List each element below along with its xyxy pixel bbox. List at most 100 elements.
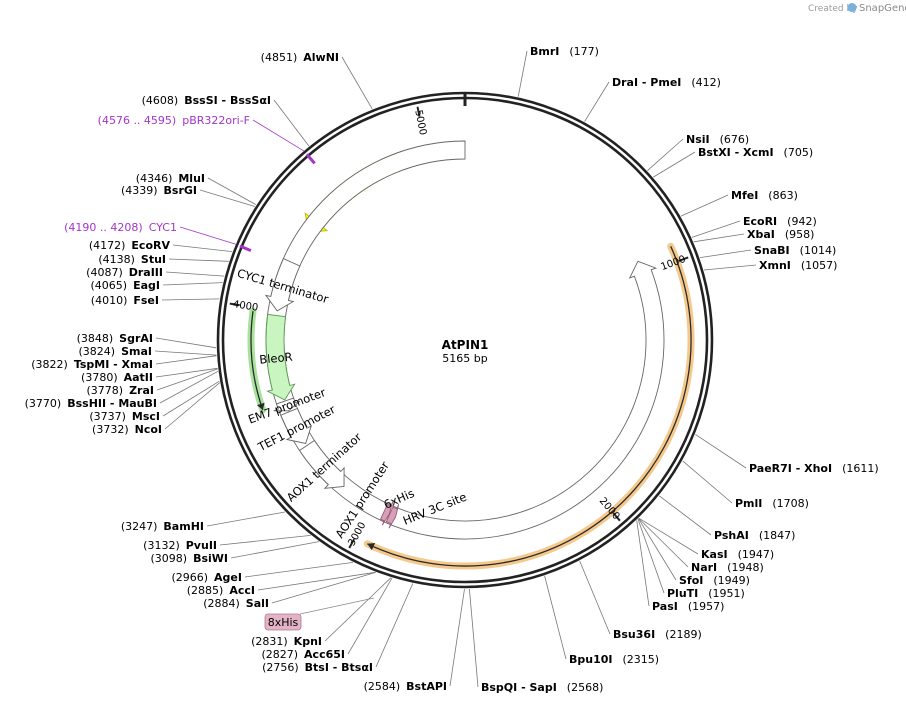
primer-label-0[interactable]: (4190 .. 4208)CYC1 <box>64 221 177 234</box>
enzyme-position: (705) <box>784 146 814 159</box>
enzyme-label-4[interactable]: MfeI(863) <box>731 189 798 202</box>
enzyme-leader-6 <box>693 233 745 243</box>
enzyme-position: (4172) <box>89 239 126 252</box>
enzyme-label-12[interactable]: KasI(1947) <box>701 548 774 561</box>
enzyme-label-18[interactable]: Bpu10I(2315) <box>569 653 659 666</box>
enzyme-label-15[interactable]: PluTI(1951) <box>667 587 745 600</box>
enzyme-label-40[interactable]: (4087)DraIII <box>86 266 163 279</box>
orf-arrowhead-0 <box>367 543 376 551</box>
orf-arrowhead-1 <box>256 402 265 410</box>
enzyme-leader-16 <box>636 520 650 607</box>
enzyme-label-20[interactable]: (2584)BstAPI <box>364 680 447 693</box>
enzyme-leader-45 <box>273 99 310 147</box>
enzyme-name: BssSI - BssSαI <box>184 94 271 107</box>
enzyme-label-41[interactable]: (4138)StuI <box>98 253 166 266</box>
enzyme-label-10[interactable]: PmlI(1708) <box>735 497 809 510</box>
enzyme-label-34[interactable]: (3780)AatII <box>81 371 153 384</box>
enzyme-label-7[interactable]: SnaBI(1014) <box>754 244 836 257</box>
enzyme-label-23[interactable]: (2831)KpnI <box>251 635 322 648</box>
enzyme-name: MscI <box>132 410 160 423</box>
enzyme-label-3[interactable]: BstXI - XcmI (705) <box>698 146 813 159</box>
enzyme-label-13[interactable]: NarI(1948) <box>691 561 764 574</box>
enzyme-name: NarI <box>691 561 717 574</box>
enzyme-label-5[interactable]: EcoRI(942) <box>743 215 817 228</box>
enzyme-label-0[interactable]: BmrI(177) <box>530 45 599 58</box>
feature-aox1-terminator-arrow[interactable] <box>298 439 345 489</box>
enzyme-label-17[interactable]: Bsu36I(2189) <box>613 628 702 641</box>
enzyme-label-26[interactable]: (2966)AgeI <box>171 571 242 584</box>
enzyme-label-9[interactable]: PaeR7I - XhoI(1611) <box>749 462 879 475</box>
enzyme-label-45[interactable]: (4608)BssSI - BssSαI <box>142 94 271 107</box>
enzyme-label-31[interactable]: (3737) MscI <box>89 410 160 423</box>
enzyme-name: MfeI <box>731 189 758 202</box>
enzyme-label-37[interactable]: (3848)SgrAI <box>77 332 153 345</box>
enzyme-leader-29 <box>206 511 285 527</box>
enzyme-leader-19 <box>469 588 479 688</box>
enzyme-name: SgrAI <box>119 332 153 345</box>
enzyme-label-16[interactable]: PasI(1957) <box>652 600 724 613</box>
enzyme-leader-13 <box>638 518 689 568</box>
enzyme-label-21[interactable]: (2756)BtsI - BtsαI <box>262 661 373 674</box>
his-tag-badge[interactable]: 8xHis <box>264 597 375 631</box>
enzyme-name: PluTI <box>667 587 698 600</box>
enzyme-label-8[interactable]: XmnI(1057) <box>759 259 837 272</box>
enzyme-label-33[interactable]: (3778)ZraI <box>87 384 155 397</box>
enzyme-label-42[interactable]: (4172)EcoRV <box>89 239 171 252</box>
enzyme-label-28[interactable]: (3132)PvuII <box>143 539 217 552</box>
enzyme-label-35[interactable]: (3822)TspMI - XmaI <box>31 358 153 371</box>
enzyme-leader-33 <box>156 368 218 391</box>
enzyme-label-24[interactable]: (2884)SalI <box>203 597 269 610</box>
enzyme-label-39[interactable]: (4065)EagI <box>91 279 160 292</box>
feature-6xhis-arrow[interactable] <box>379 501 394 526</box>
enzyme-position: (3132) <box>143 539 180 552</box>
feature-cyc1-terminator-arrow[interactable] <box>264 258 301 312</box>
enzyme-leader-7 <box>699 249 752 258</box>
enzyme-name: Bsu36I <box>613 628 655 641</box>
enzyme-name: StuI <box>141 253 166 266</box>
tick-mark-3000 <box>348 538 355 549</box>
enzyme-label-27[interactable]: (3098)BsiWI <box>150 552 228 565</box>
enzyme-position: (4339) <box>121 184 158 197</box>
enzyme-label-43[interactable]: (4339)BsrGI <box>121 184 197 197</box>
primer-label-1[interactable]: (4576 .. 4595)pBR322ori-F <box>98 114 250 127</box>
enzyme-name: Acc65I <box>304 648 345 661</box>
primer-mark-1 <box>305 153 316 165</box>
enzyme-position: (3737) <box>89 410 126 423</box>
enzyme-label-1[interactable]: DraI - PmeI(412) <box>612 76 721 89</box>
enzyme-name: BmrI <box>530 45 559 58</box>
enzyme-name: BstXI - XcmI <box>698 146 774 159</box>
enzyme-leader-11 <box>658 495 712 536</box>
enzyme-label-30[interactable]: (3732)NcoI <box>92 423 162 436</box>
enzyme-label-11[interactable]: PshAI(1847) <box>714 529 795 542</box>
feature-hrv3c-arrow[interactable] <box>385 503 400 529</box>
enzyme-leader-18 <box>544 575 567 660</box>
enzyme-name: FseI <box>133 294 159 307</box>
enzyme-label-2[interactable]: NsiI(676) <box>686 133 749 146</box>
feature-tef1-promoter-arrow[interactable] <box>280 407 313 445</box>
enzyme-name: TspMI - XmaI <box>74 358 153 371</box>
enzyme-label-46[interactable]: (4851)AlwNI <box>261 51 339 64</box>
enzyme-label-14[interactable]: SfoI(1949) <box>679 574 750 587</box>
tick-mark-5000 <box>416 106 421 117</box>
enzyme-position: (4087) <box>86 266 123 279</box>
plasmid-name: AtPIN1 <box>442 338 489 352</box>
enzyme-position: (3778) <box>87 384 124 397</box>
enzyme-label-19[interactable]: BspQI - SapI(2568) <box>481 681 603 694</box>
enzyme-label-6[interactable]: XbaI(958) <box>747 228 814 241</box>
enzyme-label-44[interactable]: (4346)MluI <box>136 172 205 185</box>
enzyme-leader-46 <box>341 56 373 110</box>
enzyme-label-36[interactable]: (3824)SmaI <box>79 345 152 358</box>
enzyme-leader-37 <box>155 337 217 349</box>
enzyme-position: (4346) <box>136 172 173 185</box>
enzyme-label-22[interactable]: (2827)Acc65I <box>261 648 345 661</box>
enzyme-position: (2315) <box>623 653 660 666</box>
enzyme-leader-40 <box>165 271 225 277</box>
enzyme-leader-34 <box>155 367 218 378</box>
enzyme-position: (3780) <box>81 371 118 384</box>
enzyme-label-25[interactable]: (2885)AccI <box>187 584 255 597</box>
feature-em7-promoter-arrow[interactable] <box>273 397 301 412</box>
enzyme-label-38[interactable]: (4010)FseI <box>91 294 159 307</box>
enzyme-label-32[interactable]: (3770)BssHII - MauBI <box>25 397 157 410</box>
feature-bleor-arrow[interactable] <box>265 313 296 401</box>
enzyme-label-29[interactable]: (3247)BamHI <box>121 520 204 533</box>
